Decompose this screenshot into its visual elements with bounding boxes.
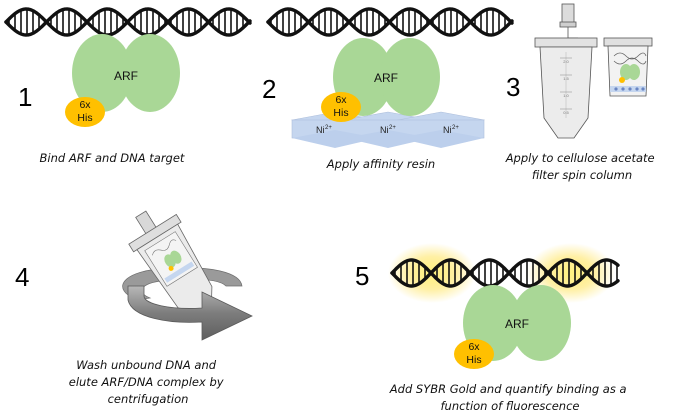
arf-label: ARF — [114, 69, 138, 83]
arf-label: ARF — [505, 317, 529, 331]
step-3-caption: Apply to cellulose acetate filter spin c… — [505, 151, 659, 182]
step-1-caption: Bind ARF and DNA target — [40, 151, 185, 165]
svg-text:1.0: 1.0 — [563, 93, 569, 98]
his-tag-bottom-label: His — [77, 112, 92, 124]
svg-text:2.0: 2.0 — [563, 59, 569, 64]
his-tag-bottom-label: His — [333, 107, 348, 119]
step-1: ARF 6x His 1 Bind ARF and DNA target — [4, 7, 252, 165]
svg-text:2+: 2+ — [389, 125, 396, 131]
spin-column-icon: 2.0 1.5 1.0 0.5 — [534, 3, 598, 139]
svg-text:Ni: Ni — [380, 125, 389, 135]
his-tag: 6x His — [65, 97, 105, 127]
filter-insert-icon — [603, 37, 653, 97]
his-tag-top-label: 6x — [468, 341, 480, 353]
his-tag-top-label: 6x — [79, 99, 91, 111]
tilted-spin-column-icon — [128, 210, 213, 318]
svg-text:Ni: Ni — [443, 125, 452, 135]
step-2: Ni 2+ Ni 2+ Ni 2+ ARF 6x His 2 Apply aff… — [262, 7, 514, 171]
ni-label-3: Ni 2+ — [443, 125, 459, 135]
ni-label-1: Ni 2+ — [316, 125, 332, 135]
step-5: 5 ARF 6x His Add SYBR Gold and quantify … — [355, 243, 630, 413]
ni-label-2: Ni 2+ — [380, 125, 396, 135]
dna-strand-b — [390, 258, 620, 288]
arf-label: ARF — [374, 71, 398, 85]
step-2-caption: Apply affinity resin — [326, 157, 435, 171]
arf-protein: ARF — [72, 34, 180, 112]
his-tag: 6x His — [321, 92, 361, 122]
centrifuge-arrow-front-icon — [127, 285, 253, 341]
svg-text:2+: 2+ — [452, 125, 459, 131]
svg-text:1.5: 1.5 — [563, 76, 569, 81]
dna-strand-a — [390, 258, 620, 288]
step-3-number: 3 — [506, 72, 520, 102]
step-1-number: 1 — [18, 82, 32, 112]
dna-helix-icon — [266, 7, 514, 37]
step-2-number: 2 — [262, 74, 276, 104]
dna-helix-icon — [390, 258, 620, 288]
affinity-resin: Ni 2+ Ni 2+ Ni 2+ — [290, 111, 486, 148]
step-5-caption: Add SYBR Gold and quantify binding as a … — [389, 382, 630, 413]
dna-strand-b — [266, 7, 514, 37]
svg-text:0.5: 0.5 — [563, 110, 569, 115]
step-4-caption: Wash unbound DNA and elute ARF/DNA compl… — [69, 358, 227, 406]
step-4-number: 4 — [15, 262, 29, 292]
step-3: 3 2.0 1.5 1.0 0.5 — [505, 3, 659, 182]
dna-strand-b — [4, 7, 252, 37]
svg-text:2+: 2+ — [325, 125, 332, 131]
svg-text:Ni: Ni — [316, 125, 325, 135]
his-tag: 6x His — [454, 339, 494, 369]
tube-graduations: 2.0 1.5 1.0 0.5 — [560, 57, 572, 115]
step-4: 4 Wash unbound DNA and elute ARF/DNA com… — [15, 210, 253, 406]
his-tag-bottom-label: His — [466, 354, 481, 366]
step-5-number: 5 — [355, 261, 369, 291]
centrifuge-arrow-icon — [122, 267, 243, 301]
his-tag-top-label: 6x — [335, 94, 347, 106]
dna-helix-icon — [4, 7, 252, 37]
